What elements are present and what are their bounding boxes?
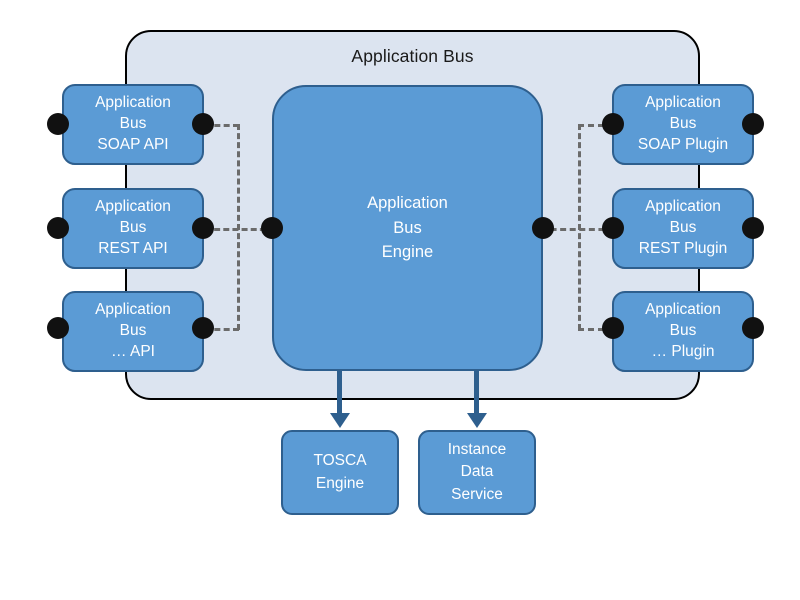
instance-line-2: Data (460, 463, 494, 481)
arrow-line-tosca (337, 369, 342, 415)
arrow-head-tosca (330, 413, 350, 428)
rest-api-line-1: Application (95, 198, 171, 216)
instance-line-3: Service (451, 485, 503, 503)
other-api-line-1: Application (95, 301, 171, 319)
dashed-link-left-soap (205, 124, 239, 127)
engine-line-1: Application (367, 193, 448, 212)
rest-api-line-3: REST API (98, 239, 168, 257)
connector-dot-soap-api-inner[interactable] (192, 113, 214, 135)
application-bus-rest-plugin-box[interactable]: Application Bus REST Plugin (612, 188, 754, 269)
connector-dot-soap-plugin-inner[interactable] (602, 113, 624, 135)
application-bus-soap-plugin-box[interactable]: Application Bus SOAP Plugin (612, 84, 754, 165)
instance-data-service-box[interactable]: Instance Data Service (418, 430, 536, 515)
soap-plugin-line-2: Bus (669, 115, 697, 133)
application-bus-rest-api-box[interactable]: Application Bus REST API (62, 188, 204, 269)
dashed-link-engine-to-rest-plugin (541, 228, 614, 231)
instance-line-1: Instance (447, 440, 507, 458)
connector-dot-rest-plugin-outer[interactable] (742, 217, 764, 239)
rest-plugin-line-1: Application (645, 198, 721, 216)
soap-api-line-3: SOAP API (97, 135, 169, 153)
engine-line-3: Engine (381, 243, 434, 262)
other-api-line-3: … API (111, 342, 155, 360)
connector-dot-other-api-inner[interactable] (192, 317, 214, 339)
connector-dot-other-plugin-inner[interactable] (602, 317, 624, 339)
other-plugin-line-1: Application (645, 301, 721, 319)
other-plugin-line-2: Bus (669, 322, 697, 340)
connector-dot-rest-api-inner[interactable] (192, 217, 214, 239)
soap-plugin-line-1: Application (645, 94, 721, 112)
soap-api-line-1: Application (95, 94, 171, 112)
connector-dot-engine-left[interactable] (261, 217, 283, 239)
connector-dot-rest-api-outer[interactable] (47, 217, 69, 239)
application-bus-engine-box[interactable]: Application Bus Engine (272, 85, 543, 371)
dashed-bus-left-vertical (237, 124, 240, 330)
arrow-line-instance-data (474, 369, 479, 415)
other-api-line-2: Bus (119, 322, 147, 340)
dashed-link-right-other (578, 328, 614, 331)
connector-dot-soap-api-outer[interactable] (47, 113, 69, 135)
tosca-line-1: TOSCA (313, 452, 367, 470)
dashed-link-left-other (205, 328, 239, 331)
application-bus-other-api-box[interactable]: Application Bus … API (62, 291, 204, 372)
application-bus-soap-api-box[interactable]: Application Bus SOAP API (62, 84, 204, 165)
connector-dot-other-plugin-outer[interactable] (742, 317, 764, 339)
rest-api-line-2: Bus (119, 219, 147, 237)
connector-dot-engine-right[interactable] (532, 217, 554, 239)
other-plugin-line-3: … Plugin (651, 342, 715, 360)
arrow-head-instance-data (467, 413, 487, 428)
application-bus-other-plugin-box[interactable]: Application Bus … Plugin (612, 291, 754, 372)
dashed-bus-right-vertical (578, 124, 581, 330)
rest-plugin-line-3: REST Plugin (638, 239, 728, 257)
soap-plugin-line-3: SOAP Plugin (637, 135, 729, 153)
application-bus-title: Application Bus (351, 46, 474, 66)
rest-plugin-line-2: Bus (669, 219, 697, 237)
tosca-line-2: Engine (315, 474, 365, 492)
connector-dot-other-api-outer[interactable] (47, 317, 69, 339)
connector-dot-soap-plugin-outer[interactable] (742, 113, 764, 135)
soap-api-line-2: Bus (119, 115, 147, 133)
tosca-engine-box[interactable]: TOSCA Engine (281, 430, 399, 515)
connector-dot-rest-plugin-inner[interactable] (602, 217, 624, 239)
engine-line-2: Bus (393, 218, 422, 237)
dashed-link-left-rest-to-engine (205, 228, 275, 231)
dashed-link-right-soap (578, 124, 614, 127)
